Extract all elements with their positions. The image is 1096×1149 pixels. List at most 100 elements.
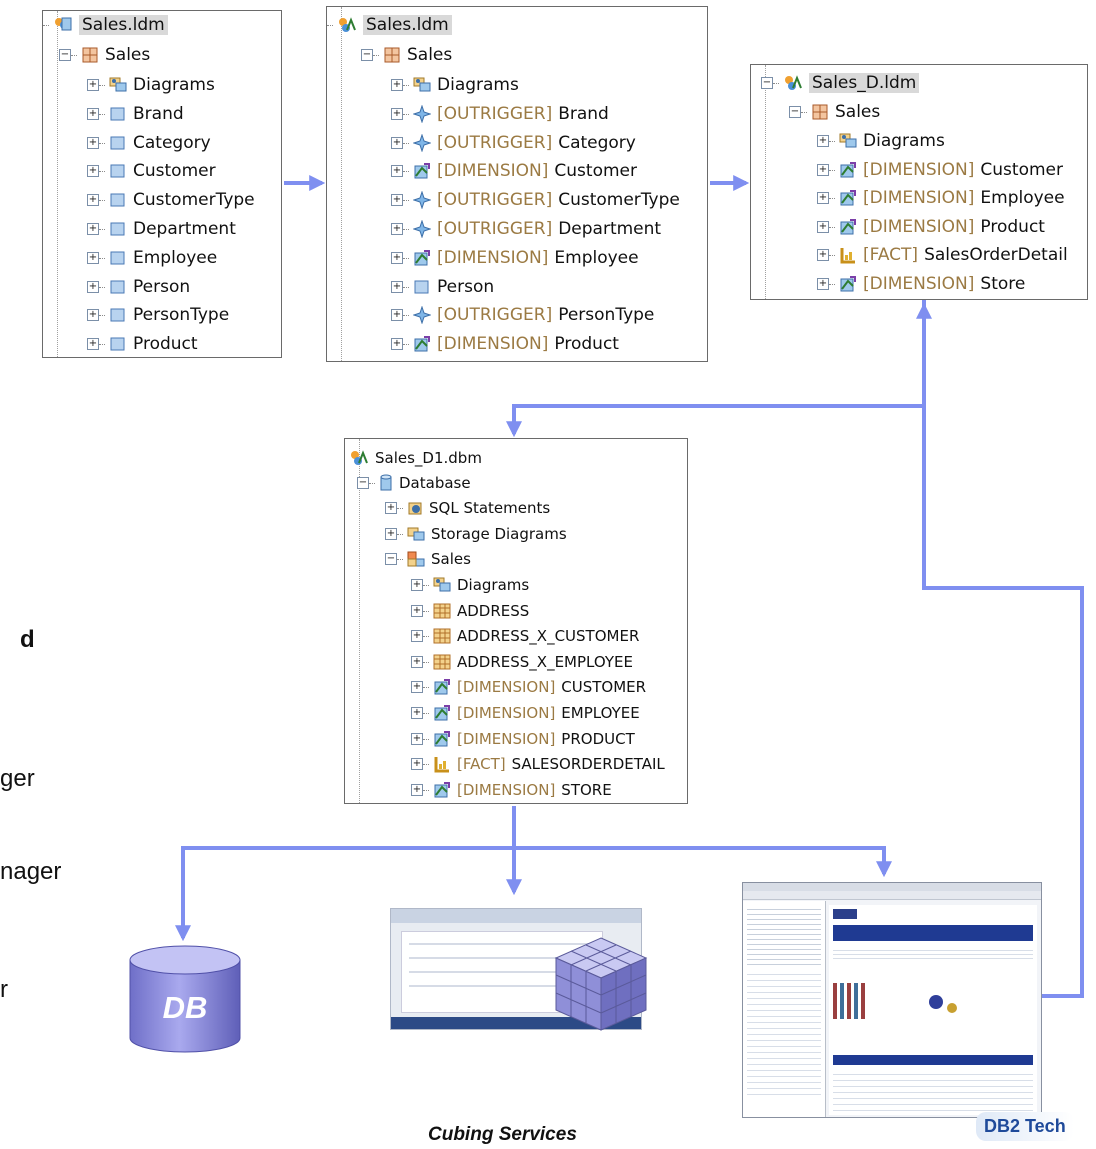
expand-icon[interactable]: + — [87, 223, 105, 235]
expand-icon[interactable]: + — [87, 309, 105, 322]
expand-icon[interactable]: + — [87, 79, 105, 91]
tree-item[interactable]: +Person — [391, 277, 494, 297]
tree-item[interactable]: +[OUTRIGGER]Category — [391, 133, 636, 153]
sql-statements-row[interactable]: + SQL Statements — [385, 499, 550, 517]
package-row[interactable]: − Sales — [361, 45, 452, 65]
expand-icon[interactable]: + — [411, 707, 429, 719]
tree-item[interactable]: +[OUTRIGGER]CustomerType — [391, 190, 680, 210]
tree-item[interactable]: +[DIMENSION]Customer — [817, 160, 1063, 180]
expand-icon[interactable]: + — [87, 107, 105, 120]
tree-item[interactable]: +[DIMENSION]Product — [817, 217, 1045, 237]
expand-icon[interactable]: + — [411, 681, 429, 694]
expand-icon[interactable]: + — [817, 135, 835, 147]
expand-icon[interactable]: + — [817, 163, 835, 176]
tree-item[interactable]: +Customer — [87, 161, 216, 181]
tree-item[interactable]: +[OUTRIGGER]PersonType — [391, 305, 654, 325]
expand-icon[interactable]: + — [817, 249, 835, 262]
collapse-icon[interactable]: − — [59, 49, 77, 61]
tree-item[interactable]: +ADDRESS — [411, 602, 529, 620]
collapse-icon[interactable]: − — [43, 25, 49, 26]
expand-icon[interactable]: + — [817, 192, 835, 205]
expand-icon[interactable]: + — [391, 338, 409, 351]
collapse-icon[interactable]: − — [789, 106, 807, 118]
tree-item[interactable]: +Diagrams — [87, 75, 215, 95]
database-row[interactable]: − Database — [357, 474, 471, 492]
tree-item[interactable]: +ADDRESS_X_EMPLOYEE — [411, 653, 633, 671]
expand-icon[interactable]: + — [87, 165, 105, 178]
tree-item[interactable]: +Diagrams — [411, 576, 529, 594]
tree-item[interactable]: +[DIMENSION]PRODUCT — [411, 730, 635, 748]
model-name: Sales_D.ldm — [809, 73, 920, 93]
tree-item[interactable]: +Category — [87, 133, 211, 153]
package-row[interactable]: − Sales — [789, 102, 880, 122]
tree-item[interactable]: +[FACT]SALESORDERDETAIL — [411, 755, 665, 773]
expand-icon[interactable]: + — [385, 502, 403, 514]
tree-item[interactable]: +[DIMENSION]CUSTOMER — [411, 678, 646, 696]
expand-icon[interactable]: + — [391, 79, 409, 91]
expand-icon[interactable]: + — [391, 223, 409, 235]
tree-item[interactable]: +[DIMENSION]STORE — [411, 781, 612, 799]
tree-item[interactable]: +[DIMENSION]EMPLOYEE — [411, 704, 640, 722]
tree-item[interactable]: +Person — [87, 277, 190, 297]
expand-icon[interactable]: + — [411, 579, 429, 591]
expand-icon[interactable]: + — [87, 338, 105, 351]
tree-item[interactable]: +Diagrams — [391, 75, 519, 95]
stereotype-label: [DIMENSION] — [863, 216, 975, 237]
expand-icon[interactable]: + — [411, 783, 429, 796]
expand-icon[interactable]: + — [411, 655, 429, 668]
tree-root-row[interactable]: − Sales.ldm — [43, 15, 168, 35]
tree-root-row[interactable]: − Sales.ldm — [327, 15, 452, 35]
tree-item[interactable]: +CustomerType — [87, 190, 255, 210]
tree-root-row[interactable]: Sales_D1.dbm — [349, 449, 482, 467]
expand-icon[interactable]: + — [411, 758, 429, 771]
tree-item[interactable]: +[OUTRIGGER]Department — [391, 219, 661, 239]
tree-item[interactable]: +[DIMENSION]Employee — [817, 188, 1065, 208]
storage-diagrams-row[interactable]: + Storage Diagrams — [385, 525, 567, 543]
schema-icon — [407, 551, 425, 567]
tree-item[interactable]: +ADDRESS_X_CUSTOMER — [411, 627, 639, 645]
schema-row[interactable]: − Sales — [385, 550, 471, 568]
stereotyped-model-tree-panel: − Sales.ldm − Sales +Diagrams +[OUTRIGGER… — [326, 6, 708, 362]
expand-icon[interactable]: + — [87, 194, 105, 207]
expand-icon[interactable]: + — [411, 732, 429, 745]
dimension-icon — [414, 336, 430, 352]
tree-root-row[interactable]: − Sales_D.ldm — [761, 73, 920, 93]
expand-icon[interactable]: + — [87, 280, 105, 293]
tree-item[interactable]: +Brand — [87, 104, 184, 124]
tree-item[interactable]: +[FACT]SalesOrderDetail — [817, 245, 1068, 265]
expand-icon[interactable]: + — [817, 220, 835, 233]
package-row[interactable]: − Sales — [59, 45, 150, 65]
expand-icon[interactable]: + — [87, 136, 105, 149]
collapse-icon[interactable]: − — [385, 553, 403, 565]
tree-item[interactable]: +Product — [87, 334, 198, 354]
tree-item[interactable]: +[DIMENSION]Product — [391, 334, 619, 354]
tree-item[interactable]: +Department — [87, 219, 236, 239]
tree-item[interactable]: +PersonType — [87, 305, 229, 325]
expand-icon[interactable]: + — [385, 528, 403, 540]
tree-item[interactable]: +[DIMENSION]Store — [817, 274, 1025, 294]
ldm-file-icon — [55, 17, 72, 31]
expand-icon[interactable]: + — [391, 136, 409, 149]
expand-icon[interactable]: + — [391, 280, 409, 293]
tree-item[interactable]: +[DIMENSION]Customer — [391, 161, 637, 181]
schema-name: Sales — [431, 550, 471, 568]
tree-item[interactable]: +Diagrams — [817, 131, 945, 151]
expand-icon[interactable]: + — [817, 278, 835, 290]
stereotype-label: [DIMENSION] — [863, 159, 975, 180]
collapse-icon[interactable]: − — [361, 49, 379, 61]
expand-icon[interactable]: + — [391, 107, 409, 120]
tree-item[interactable]: +Employee — [87, 248, 217, 268]
cutoff-bullet-text-3: nager — [0, 858, 62, 885]
tree-item[interactable]: +[OUTRIGGER]Brand — [391, 104, 609, 124]
expand-icon[interactable]: + — [391, 251, 409, 264]
collapse-icon[interactable]: − — [357, 477, 375, 489]
expand-icon[interactable]: + — [391, 165, 409, 178]
tree-item[interactable]: +[DIMENSION]Employee — [391, 248, 639, 268]
collapse-icon[interactable]: − — [327, 25, 333, 26]
expand-icon[interactable]: + — [391, 194, 409, 207]
expand-icon[interactable]: + — [411, 604, 429, 617]
expand-icon[interactable]: + — [411, 630, 429, 643]
expand-icon[interactable]: + — [391, 309, 409, 322]
collapse-icon[interactable]: − — [761, 77, 779, 89]
expand-icon[interactable]: + — [87, 251, 105, 264]
